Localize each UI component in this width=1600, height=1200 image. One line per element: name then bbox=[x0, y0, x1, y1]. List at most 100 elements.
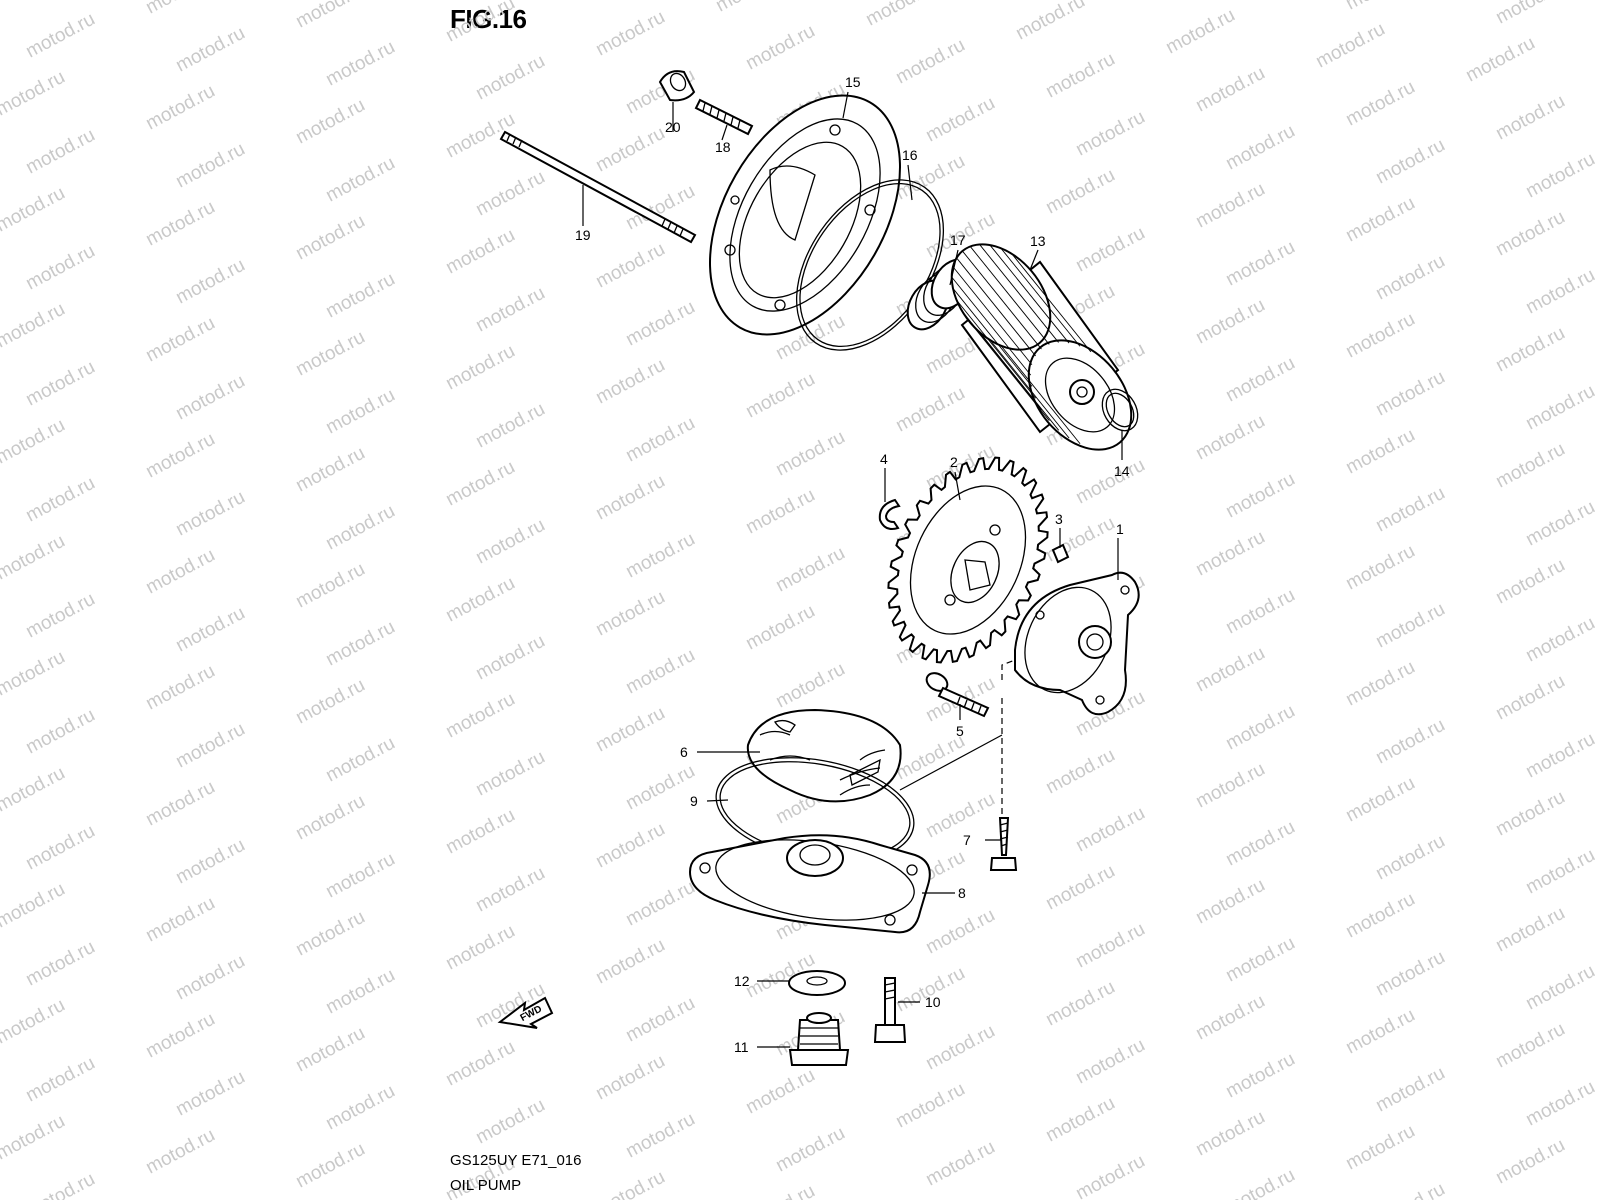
filter-pleat bbox=[951, 276, 1032, 376]
part-4-circlip[interactable] bbox=[878, 498, 901, 530]
watermark-text: motod.ru bbox=[1192, 1107, 1268, 1161]
watermark-text: motod.ru bbox=[22, 937, 98, 991]
part-18-stud-bolt[interactable] bbox=[694, 98, 754, 136]
watermark-text: motod.ru bbox=[442, 457, 518, 511]
watermark-text: motod.ru bbox=[1072, 1035, 1148, 1089]
watermark-text: motod.ru bbox=[1222, 933, 1298, 987]
watermark-text: motod.ru bbox=[1492, 91, 1568, 145]
watermark-text: motod.ru bbox=[142, 197, 218, 251]
watermark-text: motod.ru bbox=[1342, 309, 1418, 363]
watermark-text: motod.ru bbox=[622, 1109, 698, 1163]
watermark-text: motod.ru bbox=[1372, 251, 1448, 305]
watermark-text: motod.ru bbox=[472, 283, 548, 337]
watermark-text: motod.ru bbox=[292, 211, 368, 265]
filter-pleat bbox=[952, 266, 1033, 366]
watermark-text: motod.ru bbox=[172, 23, 248, 77]
watermark-text: motod.ru bbox=[292, 0, 368, 32]
watermark-text: motod.ru bbox=[742, 21, 818, 75]
watermark-text: motod.ru bbox=[1342, 425, 1418, 479]
part-6-oil-strainer[interactable] bbox=[746, 708, 902, 803]
watermark-text: motod.ru bbox=[0, 647, 69, 701]
watermark-text: motod.ru bbox=[742, 1181, 818, 1200]
watermark-text: motod.ru bbox=[22, 589, 98, 643]
part-5-screw[interactable] bbox=[923, 670, 990, 718]
watermark-text: motod.ru bbox=[1192, 411, 1268, 465]
callout-13: 13 bbox=[1030, 233, 1046, 249]
watermark-text: motod.ru bbox=[1222, 237, 1298, 291]
watermark-text: motod.ru bbox=[1042, 513, 1118, 567]
watermark-text: motod.ru bbox=[1222, 469, 1298, 523]
watermark-text: motod.ru bbox=[772, 659, 848, 713]
watermark-text: motod.ru bbox=[292, 907, 368, 961]
watermark-text: motod.ru bbox=[1342, 1121, 1418, 1175]
watermark-text: motod.ru bbox=[472, 631, 548, 685]
watermark-text: motod.ru bbox=[1072, 455, 1148, 509]
watermark-text: motod.ru bbox=[0, 0, 69, 4]
watermark-text: motod.ru bbox=[1192, 991, 1268, 1045]
callout-17: 17 bbox=[950, 232, 966, 248]
watermark-text: motod.ru bbox=[1372, 135, 1448, 189]
watermark-text: motod.ru bbox=[292, 675, 368, 729]
watermark-text: motod.ru bbox=[592, 471, 668, 525]
watermark-text: motod.ru bbox=[1522, 845, 1598, 899]
part-14-o-ring[interactable] bbox=[1095, 383, 1145, 437]
watermark-text: motod.ru bbox=[622, 529, 698, 583]
watermark-text: motod.ru bbox=[892, 35, 968, 89]
part-11-drain-plug[interactable] bbox=[788, 1012, 850, 1066]
watermark-text: motod.ru bbox=[742, 601, 818, 655]
callout-20: 20 bbox=[665, 119, 681, 135]
watermark-text: motod.ru bbox=[592, 819, 668, 873]
watermark-text: motod.ru bbox=[172, 835, 248, 889]
watermark-text: motod.ru bbox=[562, 0, 638, 2]
watermark-text: motod.ru bbox=[0, 415, 69, 469]
part-2-oil-pump-drive-gear[interactable] bbox=[887, 456, 1049, 664]
part-8-strainer-cover[interactable] bbox=[688, 828, 931, 934]
watermark-text: motod.ru bbox=[1372, 947, 1448, 1001]
watermark-text: motod.ru bbox=[22, 473, 98, 527]
part-7-screw[interactable] bbox=[989, 817, 1018, 871]
part-13-oil-filter[interactable] bbox=[932, 225, 1152, 469]
watermark-text: motod.ru bbox=[1192, 295, 1268, 349]
callout-18: 18 bbox=[715, 139, 731, 155]
watermark-text: motod.ru bbox=[1522, 961, 1598, 1015]
watermark-text: motod.ru bbox=[442, 225, 518, 279]
watermark-text: motod.ru bbox=[1222, 585, 1298, 639]
watermark-text: motod.ru bbox=[142, 1125, 218, 1179]
figure-name: OIL PUMP bbox=[450, 1177, 522, 1194]
watermark-text: motod.ru bbox=[862, 0, 938, 30]
part-10-bolt[interactable] bbox=[873, 977, 907, 1043]
part-1-oil-pump[interactable] bbox=[1009, 571, 1140, 716]
watermark-text: motod.ru bbox=[1492, 323, 1568, 377]
watermark-text: motod.ru bbox=[1192, 643, 1268, 697]
watermark-text: motod.ru bbox=[1372, 483, 1448, 537]
part-12-washer[interactable] bbox=[788, 970, 846, 996]
watermark-text: motod.ru bbox=[1372, 715, 1448, 769]
watermark-text: motod.ru bbox=[742, 1065, 818, 1119]
watermark-text: motod.ru bbox=[172, 255, 248, 309]
watermark-text: motod.ru bbox=[172, 371, 248, 425]
watermark-text: motod.ru bbox=[142, 0, 218, 18]
watermark-text: motod.ru bbox=[22, 9, 98, 63]
callout-12: 12 bbox=[734, 973, 750, 989]
watermark-text: motod.ru bbox=[472, 515, 548, 569]
watermark-text: motod.ru bbox=[472, 51, 548, 105]
callout-2: 2 bbox=[950, 454, 958, 470]
fig-title: FIG.16 bbox=[450, 4, 527, 34]
watermark-text: motod.ru bbox=[472, 399, 548, 453]
part-19-long-stud[interactable] bbox=[499, 130, 697, 244]
watermark-text: motod.ru bbox=[442, 573, 518, 627]
filter-pleat bbox=[970, 322, 1050, 421]
watermark-text: motod.ru bbox=[142, 545, 218, 599]
watermark-text: motod.ru bbox=[772, 543, 848, 597]
watermark-text: motod.ru bbox=[322, 501, 398, 555]
part-20-cap-nut[interactable] bbox=[658, 70, 696, 102]
watermark-text: motod.ru bbox=[0, 995, 69, 1049]
watermark-text: motod.ru bbox=[1042, 745, 1118, 799]
watermark-text: motod.ru bbox=[592, 1051, 668, 1105]
filter-pleat bbox=[956, 257, 1036, 357]
callout-11: 11 bbox=[734, 1039, 749, 1055]
watermark-text: motod.ru bbox=[1522, 497, 1598, 551]
part-15-filter-cap[interactable] bbox=[671, 62, 940, 367]
figure-code: GS125UY E71_016 bbox=[450, 1152, 582, 1169]
watermark-text: motod.ru bbox=[1372, 1179, 1448, 1200]
